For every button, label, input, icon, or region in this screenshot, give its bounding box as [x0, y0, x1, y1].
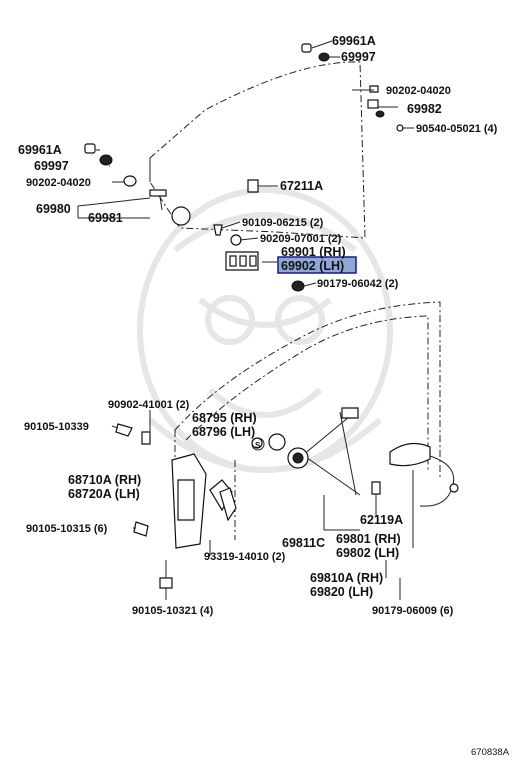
label-68710a: 68710A (RH): [68, 473, 141, 487]
label-90202-04020-right: 90202-04020: [386, 85, 451, 97]
s-marker-circle: [251, 437, 265, 451]
highlight-69902: [277, 256, 357, 274]
label-69810a: 69810A (RH): [310, 571, 383, 585]
label-90540-05021: 90540-05021 (4): [416, 123, 498, 135]
label-68795: 68795 (RH): [192, 411, 257, 425]
center-hardware: [213, 179, 305, 292]
drawing-code: 670838A: [471, 747, 510, 758]
left-hardware: [77, 143, 191, 226]
watermark-emblem: [137, 187, 393, 473]
leader-lines: [96, 40, 414, 600]
door-lock-assembly: [115, 423, 237, 589]
label-90179-06009: 90179-06009 (6): [372, 605, 454, 617]
label-62119a: 62119A: [360, 513, 403, 527]
label-67211a: 67211A: [280, 179, 323, 193]
label-69961a-top: 69961A: [332, 34, 376, 48]
label-69902: 69902 (LH): [281, 259, 344, 273]
label-69980: 69980: [36, 202, 71, 216]
label-90105-10321: 90105-10321 (4): [132, 605, 214, 617]
label-69982: 69982: [407, 102, 442, 116]
label-90105-10339: 90105-10339: [24, 421, 89, 433]
label-69901: 69901 (RH): [281, 245, 346, 259]
label-90105-10315: 90105-10315 (6): [26, 523, 108, 535]
label-90179-06042: 90179-06042 (2): [317, 278, 399, 290]
top-right-hardware: [301, 43, 414, 132]
label-90209-07001: 90209-07001 (2): [260, 233, 342, 245]
label-69802: 69802 (LH): [336, 546, 399, 560]
label-69997-top: 69997: [341, 50, 376, 64]
door-glass: [149, 61, 366, 239]
label-69997-left: 69997: [34, 159, 69, 173]
window-regulator: [251, 407, 459, 507]
label-68720a: 68720A (LH): [68, 487, 140, 501]
label-93319-14010: 93319-14010 (2): [204, 551, 286, 563]
label-68796: 68796 (LH): [192, 425, 255, 439]
label-69981: 69981: [88, 211, 123, 225]
label-90202-04020-left: 90202-04020: [26, 177, 91, 189]
label-90109-06215: 90109-06215 (2): [242, 217, 324, 229]
label-69820: 69820 (LH): [310, 585, 373, 599]
label-69961a-left: 69961A: [18, 143, 62, 157]
label-90902-41001: 90902-41001 (2): [108, 399, 190, 411]
s-marker: S: [255, 441, 261, 450]
label-69801: 69801 (RH): [336, 532, 401, 546]
label-69811c: 69811C: [282, 536, 325, 550]
